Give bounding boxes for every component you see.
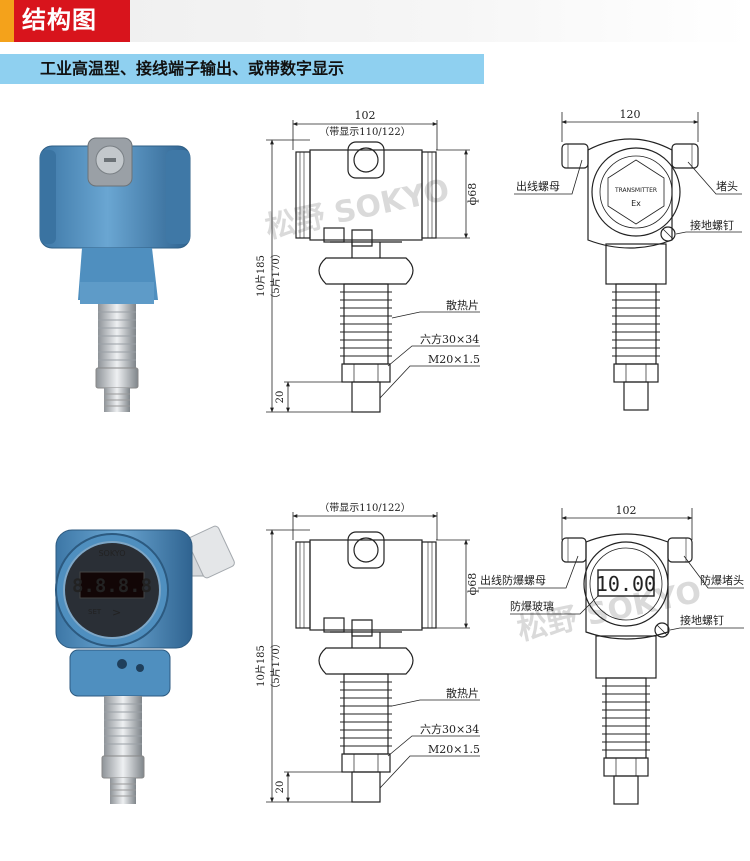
header-accent (0, 0, 14, 42)
dim-height-bottom: 10片185 (254, 645, 267, 687)
dim-bottom-top: 20 (275, 391, 286, 404)
dim-diameter-bottom: ф68 (466, 573, 479, 596)
front-drawing-top (266, 120, 480, 413)
dim-height-top: 10片185 (254, 255, 267, 297)
label-cable-nut-top: 出线螺母 (516, 179, 560, 193)
face-text-top: TRANSMITTER (614, 187, 657, 194)
label-thread-top: M20×1.5 (428, 353, 480, 366)
label-ground-top: 接地螺钉 (690, 219, 734, 232)
dim-height-alt-bottom: （5片170） (269, 638, 282, 693)
dim-with-display-top: （带显示110/122） (319, 126, 411, 138)
label-thread-bottom: M20×1.5 (428, 743, 480, 756)
photo-key-arrow: > (112, 606, 121, 619)
label-glass-bottom: 防爆玻璃 (510, 599, 554, 613)
dim-height-alt-top: （5片170） (269, 248, 282, 303)
dim-with-display-bottom: （带显示110/122） (319, 502, 411, 514)
svg-text:松野 SOKYO: 松野 SOKYO (262, 173, 452, 246)
label-hex-top: 六方30×34 (420, 332, 479, 346)
label-plug-top: 堵头 (716, 179, 738, 193)
label-plug-bottom: 防爆堵头 (700, 573, 744, 587)
front-drawing-bottom (266, 512, 480, 803)
product-photo-bottom: SOKYO 8.8.8.8 SET > (55, 525, 235, 804)
face-ex-top: Ex (631, 199, 641, 208)
label-fins-bottom: 散热片 (446, 686, 479, 700)
side-width-bottom: 102 (616, 504, 637, 517)
lcd-display-value: 10.00 (596, 572, 656, 596)
product-photo-top (39, 137, 191, 412)
dim-width-top: 102 (355, 109, 376, 122)
side-drawing-top (514, 112, 742, 411)
page-subtitle: 工业高温型、接线端子输出、或带数字显示 (40, 59, 345, 78)
label-fins-top: 散热片 (446, 298, 479, 312)
dim-diameter-top: ф68 (466, 183, 479, 206)
label-hex-bottom: 六方30×34 (420, 722, 479, 736)
watermark-top: 松野 SOKYO (262, 173, 452, 246)
header-title-box (14, 0, 130, 42)
photo-led-display: 8.8.8.8 (72, 575, 152, 597)
side-width-top: 120 (620, 108, 641, 121)
page-title: 结构图 (22, 6, 97, 34)
dim-bottom-bottom: 20 (275, 781, 286, 794)
subtitle-band (0, 54, 484, 84)
photo-key-set: SET (88, 608, 102, 616)
photo-brand: SOKYO (98, 549, 125, 558)
side-drawing-bottom (478, 508, 744, 805)
label-cable-nut-bottom: 出线防爆螺母 (480, 573, 546, 587)
label-ground-bottom: 接地螺钉 (680, 614, 724, 627)
